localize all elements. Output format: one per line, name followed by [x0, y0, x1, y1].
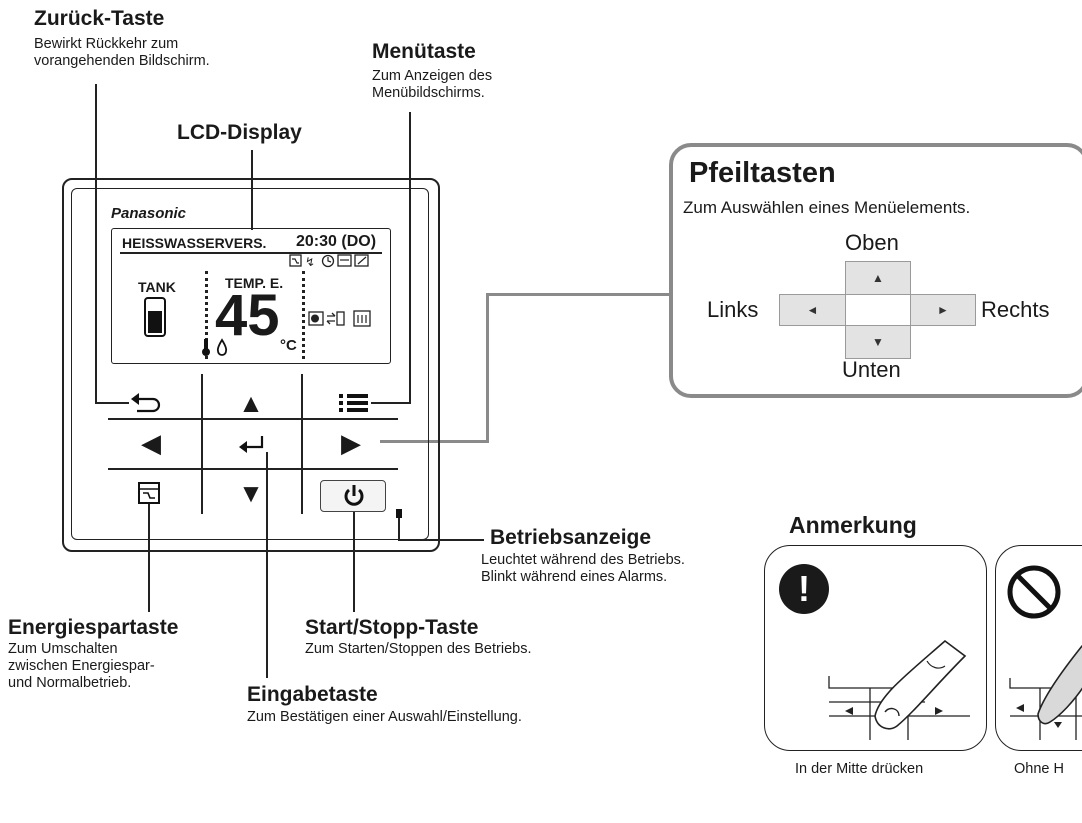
lcd-dotted-right: [302, 271, 305, 359]
lcd-title: LCD-Display: [177, 121, 302, 144]
note-ok-box: !: [764, 545, 987, 751]
lcd-temp-label: TEMP. E.: [225, 275, 284, 291]
indicator-desc-1: Leuchtet während des Betriebs.: [481, 552, 685, 568]
arrow-leader-v: [486, 293, 489, 443]
grid-h2: [108, 468, 398, 470]
arrow-left-label: Links: [707, 297, 759, 322]
thermo-drop-icon: [202, 338, 228, 356]
arrow-up-key[interactable]: ▲: [845, 261, 911, 295]
arrow-down-key[interactable]: ▼: [845, 325, 911, 359]
down-button[interactable]: ▼: [238, 478, 264, 508]
up-button[interactable]: ▲: [238, 388, 264, 418]
note-ok-caption: In der Mitte drücken: [795, 761, 924, 777]
startstop-leader-v: [353, 512, 355, 612]
arrow-keys-title: Pfeiltasten: [689, 157, 836, 189]
startstop-desc: Zum Starten/Stoppen des Betriebs.: [305, 641, 532, 657]
startstop-title: Start/Stopp-Taste: [305, 616, 479, 639]
lcd-temp-unit: °C: [280, 337, 297, 354]
indicator-leader-h: [398, 539, 484, 541]
arrow-down-label: Unten: [842, 357, 901, 382]
back-leader-v: [95, 84, 97, 404]
back-desc-1: Bewirkt Rückkehr zum: [34, 36, 179, 52]
lcd-dotted-left: [205, 271, 208, 359]
arrow-keys-panel: Pfeiltasten Zum Auswählen eines Menüelem…: [669, 143, 1082, 398]
lcd-mode: HEISSWASSERVERS.: [122, 235, 267, 251]
enter-button[interactable]: [236, 434, 268, 456]
menu-leader-v: [409, 112, 411, 404]
right-button[interactable]: ▶: [341, 428, 361, 458]
indicator-title: Betriebsanzeige: [490, 526, 652, 549]
press-edge-illustration: [1009, 645, 1082, 740]
energy-desc-3: und Normalbetrieb.: [8, 675, 132, 691]
power-icon: [344, 485, 364, 506]
lcd-tank-label: TANK: [138, 279, 176, 295]
indicator-leader-v: [398, 516, 400, 540]
lcd-temp-value: 45: [215, 283, 280, 348]
menu-desc-1: Zum Anzeigen des: [372, 68, 493, 84]
enter-desc: Zum Bestätigen einer Auswahl/Einstellung…: [247, 709, 522, 725]
grid-v2: [301, 374, 303, 514]
enter-title: Eingabetaste: [247, 683, 378, 706]
lcd-header-divider: [120, 252, 382, 254]
energy-leader-v: [148, 502, 150, 612]
energy-title: Energiespartaste: [8, 616, 179, 639]
energy-save-button[interactable]: [136, 480, 162, 506]
arrow-leader-h2: [486, 293, 671, 296]
remote-controller-outer: [62, 178, 440, 552]
enter-leader-v: [266, 452, 268, 678]
arrow-right-label: Rechts: [981, 297, 1050, 322]
back-desc-2: vorangehenden Bildschirm.: [34, 53, 210, 69]
indicator-desc-2: Blinkt während eines Alarms.: [481, 569, 668, 585]
lcd-time: 20:30 (DO): [296, 233, 377, 250]
menu-leader-h: [371, 402, 411, 404]
power-button[interactable]: [320, 480, 386, 512]
menu-title: Menütaste: [372, 40, 476, 63]
grid-h1: [108, 418, 398, 420]
remote-controller-inner: [71, 188, 429, 540]
back-title: Zurück-Taste: [34, 7, 165, 30]
lcd-leader-v: [251, 150, 253, 230]
arrow-leader-h1: [380, 440, 488, 443]
prohibited-icon: [1007, 565, 1061, 619]
grid-v1: [201, 374, 203, 514]
arrow-right-key[interactable]: ►: [910, 294, 976, 326]
note-title: Anmerkung: [789, 512, 917, 538]
press-center-illustration: [828, 639, 970, 740]
energy-desc-1: Zum Umschalten: [8, 641, 118, 657]
lcd-system-icons: [308, 310, 371, 327]
lcd-status-icons: ↯: [289, 254, 369, 269]
note-ng-box: [995, 545, 1082, 751]
operation-indicator-led: [396, 509, 402, 518]
arrow-up-label: Oben: [845, 230, 899, 255]
arrow-left-key[interactable]: ◄: [779, 294, 846, 326]
arrow-keys-desc: Zum Auswählen eines Menüelements.: [683, 198, 971, 217]
menu-desc-2: Menübildschirms.: [372, 85, 485, 101]
back-leader-h: [95, 402, 129, 404]
menu-button[interactable]: [338, 393, 370, 413]
energy-desc-2: zwischen Energiespar-: [8, 658, 155, 674]
note-ng-caption: Ohne H: [1014, 761, 1064, 777]
tank-icon: [144, 297, 166, 337]
left-button[interactable]: ◀: [141, 428, 161, 458]
lcd-display: HEISSWASSERVERS. 20:30 (DO) ↯ TANK TEMP.…: [111, 228, 391, 364]
exclamation-icon: !: [779, 564, 829, 614]
back-button[interactable]: [129, 390, 163, 414]
svg-text:↯: ↯: [305, 255, 315, 269]
arrow-center-key: [845, 294, 911, 326]
brand-logo: Panasonic: [111, 205, 187, 222]
